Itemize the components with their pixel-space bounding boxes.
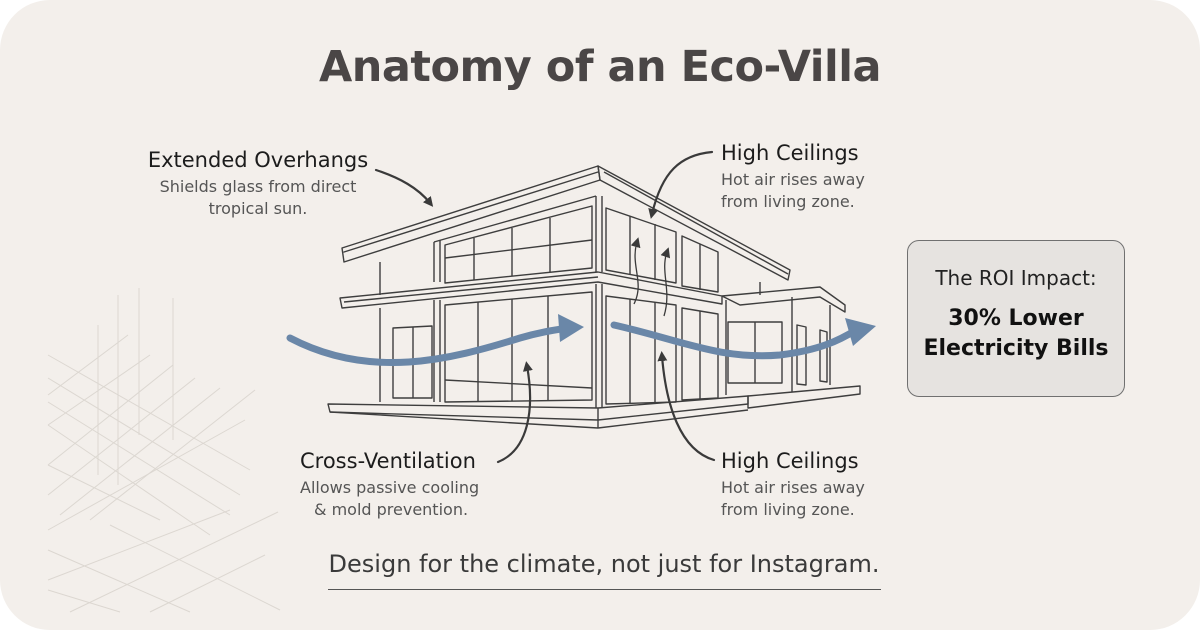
pointer-arrow-icon — [374, 150, 716, 464]
callout-heading: Cross-Ventilation — [300, 449, 476, 473]
callout-high-ceilings-bottom: High Ceilings Hot air rises away from li… — [721, 449, 921, 521]
roi-label: The ROI Impact: — [935, 266, 1097, 290]
callout-high-ceilings-top: High Ceilings Hot air rises away from li… — [721, 141, 921, 213]
callout-description-line: tropical sun. — [208, 199, 308, 218]
roi-value-line: Electricity Bills — [923, 336, 1109, 361]
heat-rise-arrow-icon — [630, 237, 671, 317]
page-title: Anatomy of an Eco-Villa — [318, 42, 882, 92]
callout-description-line: Allows passive cooling — [300, 478, 480, 497]
callout-heading: High Ceilings — [721, 141, 859, 165]
callout-description-line: Hot air rises away — [721, 170, 865, 189]
roi-value-line: 30% Lower — [948, 306, 1084, 331]
callout-description-line: from living zone. — [721, 192, 855, 211]
callout-heading: Extended Overhangs — [147, 148, 369, 172]
callout-description-line: Hot air rises away — [721, 478, 865, 497]
tagline: Design for the climate, not just for Ins… — [328, 550, 880, 578]
callout-description-line: from living zone. — [721, 500, 855, 519]
tagline-underline — [328, 589, 881, 590]
roi-impact-box: The ROI Impact: 30% Lower Electricity Bi… — [907, 240, 1125, 397]
callout-heading: High Ceilings — [721, 449, 859, 473]
callout-extended-overhangs: Extended Overhangs Shields glass from di… — [128, 148, 388, 220]
callout-description-line: & mold prevention. — [314, 500, 469, 519]
callout-description-line: Shields glass from direct — [159, 177, 357, 196]
callout-cross-ventilation: Cross-Ventilation Allows passive cooling… — [300, 449, 520, 521]
airflow-arrow-icon — [286, 314, 876, 367]
house-drawing — [327, 165, 861, 429]
